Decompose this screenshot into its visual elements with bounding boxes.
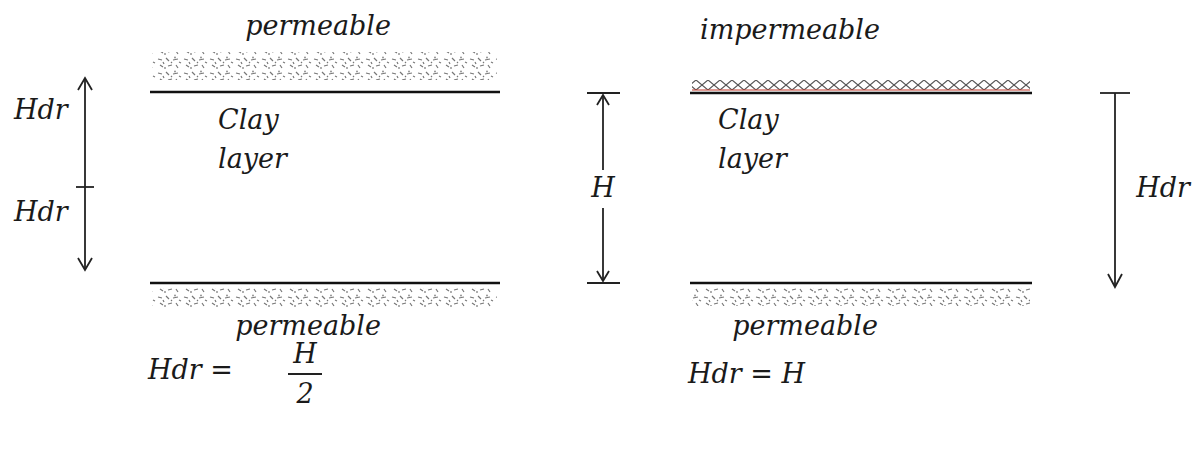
dimension-bar	[587, 92, 620, 94]
arrow-head	[78, 258, 92, 270]
dimension-line	[1114, 93, 1116, 286]
text-label: Hdr =	[148, 352, 233, 387]
arrow-head	[1108, 274, 1122, 287]
text-label: Clay layer	[718, 100, 798, 178]
text-label: Hdr = H	[688, 356, 805, 391]
arrow-head	[78, 78, 92, 90]
text-label: Hdr	[14, 92, 68, 127]
text-label: Clay layer	[218, 100, 298, 178]
dimension-line	[602, 95, 604, 170]
text-label: permeable	[732, 308, 878, 343]
boundary-line	[690, 92, 1032, 95]
impermeable-edge	[692, 89, 1030, 90]
dimension-line	[602, 208, 604, 281]
text-label: H	[293, 336, 317, 371]
text-label: permeable	[235, 308, 381, 343]
boundary-line	[150, 282, 500, 285]
tick-mark	[76, 186, 94, 188]
text-label: impermeable	[700, 12, 880, 47]
dimension-bar	[587, 282, 620, 284]
boundary-line	[690, 282, 1032, 285]
gravel-hatch	[692, 288, 1030, 306]
text-label: Hdr	[14, 194, 68, 229]
gravel-hatch	[152, 288, 497, 308]
text-label: H	[588, 170, 618, 205]
boundary-line	[150, 91, 500, 94]
fraction-bar	[288, 373, 322, 375]
impermeable-hatch	[692, 80, 1030, 90]
text-label: permeable	[245, 8, 391, 43]
gravel-hatch	[152, 52, 497, 80]
text-label: Hdr	[1136, 170, 1190, 205]
arrow-head	[597, 95, 609, 105]
dimension-line	[84, 80, 86, 268]
arrow-head	[597, 271, 609, 281]
text-label: 2	[296, 376, 313, 411]
